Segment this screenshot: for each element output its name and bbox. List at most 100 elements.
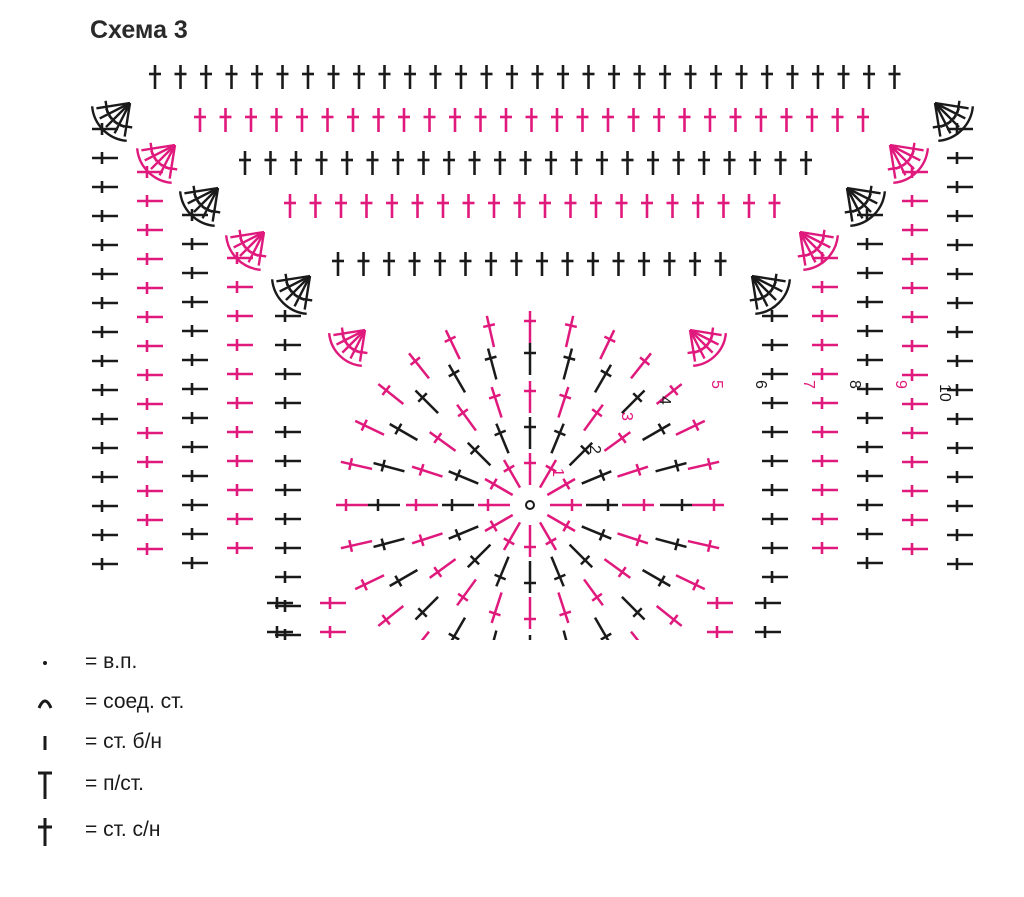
radial-stitch <box>641 422 671 442</box>
radial-stitch <box>377 605 405 627</box>
radial-stitch <box>448 525 479 541</box>
double-crochet-stitch <box>531 65 544 89</box>
corner-fan <box>844 185 887 228</box>
double-crochet-stitch <box>227 455 253 467</box>
double-crochet-stitch <box>762 542 788 554</box>
single-crochet-icon <box>43 736 47 750</box>
round-label: 2 <box>586 445 603 454</box>
double-crochet-stitch <box>92 442 118 454</box>
double-crochet-stitch <box>633 65 646 89</box>
corner-fan <box>135 142 178 185</box>
corner-fan <box>327 327 368 368</box>
double-crochet-stitch <box>704 108 716 132</box>
radial-stitch <box>484 348 498 380</box>
double-crochet-stitch <box>443 151 455 175</box>
double-crochet-stitch <box>627 108 640 132</box>
radial-stitch <box>389 568 419 588</box>
radial-stitch <box>550 423 566 454</box>
double-crochet-stitch <box>762 484 788 496</box>
magic-ring <box>525 500 535 510</box>
double-crochet-stitch <box>857 557 883 569</box>
double-crochet-stitch <box>474 108 487 132</box>
double-crochet-stitch <box>239 151 251 175</box>
double-crochet-stitch <box>137 311 163 323</box>
double-crochet-stitch <box>182 296 208 308</box>
double-crochet-stitch <box>663 252 676 276</box>
double-crochet-stitch <box>92 471 118 483</box>
double-crochet-stitch <box>137 195 163 207</box>
double-crochet-stitch <box>182 412 208 424</box>
round-label: 10 <box>936 384 953 402</box>
double-crochet-stitch <box>812 426 838 438</box>
half-double-crochet-icon <box>38 771 52 799</box>
radial-stitch <box>564 315 578 348</box>
double-crochet-stitch <box>774 151 787 175</box>
legend-item-chain: = в.п. <box>30 648 137 678</box>
radial-stitch <box>538 459 558 489</box>
double-crochet-stitch <box>276 65 289 89</box>
radial-stitch <box>687 539 720 553</box>
double-crochet-stitch <box>857 470 883 482</box>
double-crochet-stitch <box>902 195 928 207</box>
radial-stitch <box>524 453 536 485</box>
double-crochet-stitch <box>404 65 416 89</box>
radial-stitch <box>448 469 479 485</box>
double-crochet-stitch <box>366 151 379 175</box>
radial-stitch <box>524 381 536 413</box>
radial-stitch <box>557 386 572 418</box>
radial-stitch <box>546 513 576 533</box>
double-crochet-stitch <box>947 355 973 367</box>
double-crochet-stitch <box>608 65 620 89</box>
radial-stitch <box>442 499 474 511</box>
double-crochet-stitch <box>857 296 883 308</box>
double-crochet-stitch <box>449 108 461 132</box>
radial-stitch <box>557 592 572 624</box>
legend-label: = соед. ст. <box>85 690 185 713</box>
double-crochet-stitch <box>227 397 253 409</box>
radial-stitch <box>524 525 536 557</box>
double-crochet-stitch <box>137 340 163 352</box>
radial-stitch <box>408 352 430 380</box>
double-crochet-stitch <box>806 108 818 132</box>
radial-stitch <box>603 558 632 579</box>
double-crochet-stitch <box>812 513 838 525</box>
radial-stitch <box>447 364 467 394</box>
double-crochet-stitch <box>689 252 701 276</box>
double-crochet-stitch <box>182 238 208 250</box>
double-crochet-stitch <box>857 267 883 279</box>
double-crochet-stitch <box>947 471 973 483</box>
double-crochet-stitch <box>92 239 118 251</box>
double-crochet-stitch <box>335 194 347 218</box>
double-crochet-stitch <box>137 543 163 555</box>
double-crochet-stitch <box>182 499 208 511</box>
double-crochet-stitch <box>227 310 253 322</box>
double-crochet-stitch <box>525 108 538 132</box>
double-crochet-stitch <box>678 108 691 132</box>
radial-stitch <box>562 630 568 640</box>
double-crochet-stitch <box>888 65 901 89</box>
double-crochet-stitch <box>536 252 548 276</box>
round-label: 5 <box>708 380 725 389</box>
double-crochet-stitch <box>423 108 436 132</box>
radial-stitch <box>675 574 706 591</box>
double-crochet-stitch <box>723 151 736 175</box>
double-crochet-stitch <box>434 252 446 276</box>
double-crochet-stitch <box>692 194 704 218</box>
double-crochet-stitch <box>275 513 301 525</box>
double-crochet-stitch <box>647 151 659 175</box>
double-crochet-stitch <box>717 194 730 218</box>
double-crochet-stitch <box>398 108 410 132</box>
double-crochet-stitch <box>653 108 665 132</box>
double-crochet-stitch <box>408 252 421 276</box>
double-crochet-stitch <box>290 151 302 175</box>
double-crochet-stitch <box>812 339 838 351</box>
radial-stitch <box>655 605 683 627</box>
double-crochet-stitch <box>947 500 973 512</box>
center-circle-stitches <box>336 311 724 640</box>
corner-fan <box>797 229 840 272</box>
double-crochet-stitch <box>275 571 301 583</box>
corner-fan <box>224 229 267 272</box>
double-crochet-stitch <box>857 441 883 453</box>
double-crochet-stitch <box>812 65 824 89</box>
double-crochet-stitch <box>309 194 322 218</box>
